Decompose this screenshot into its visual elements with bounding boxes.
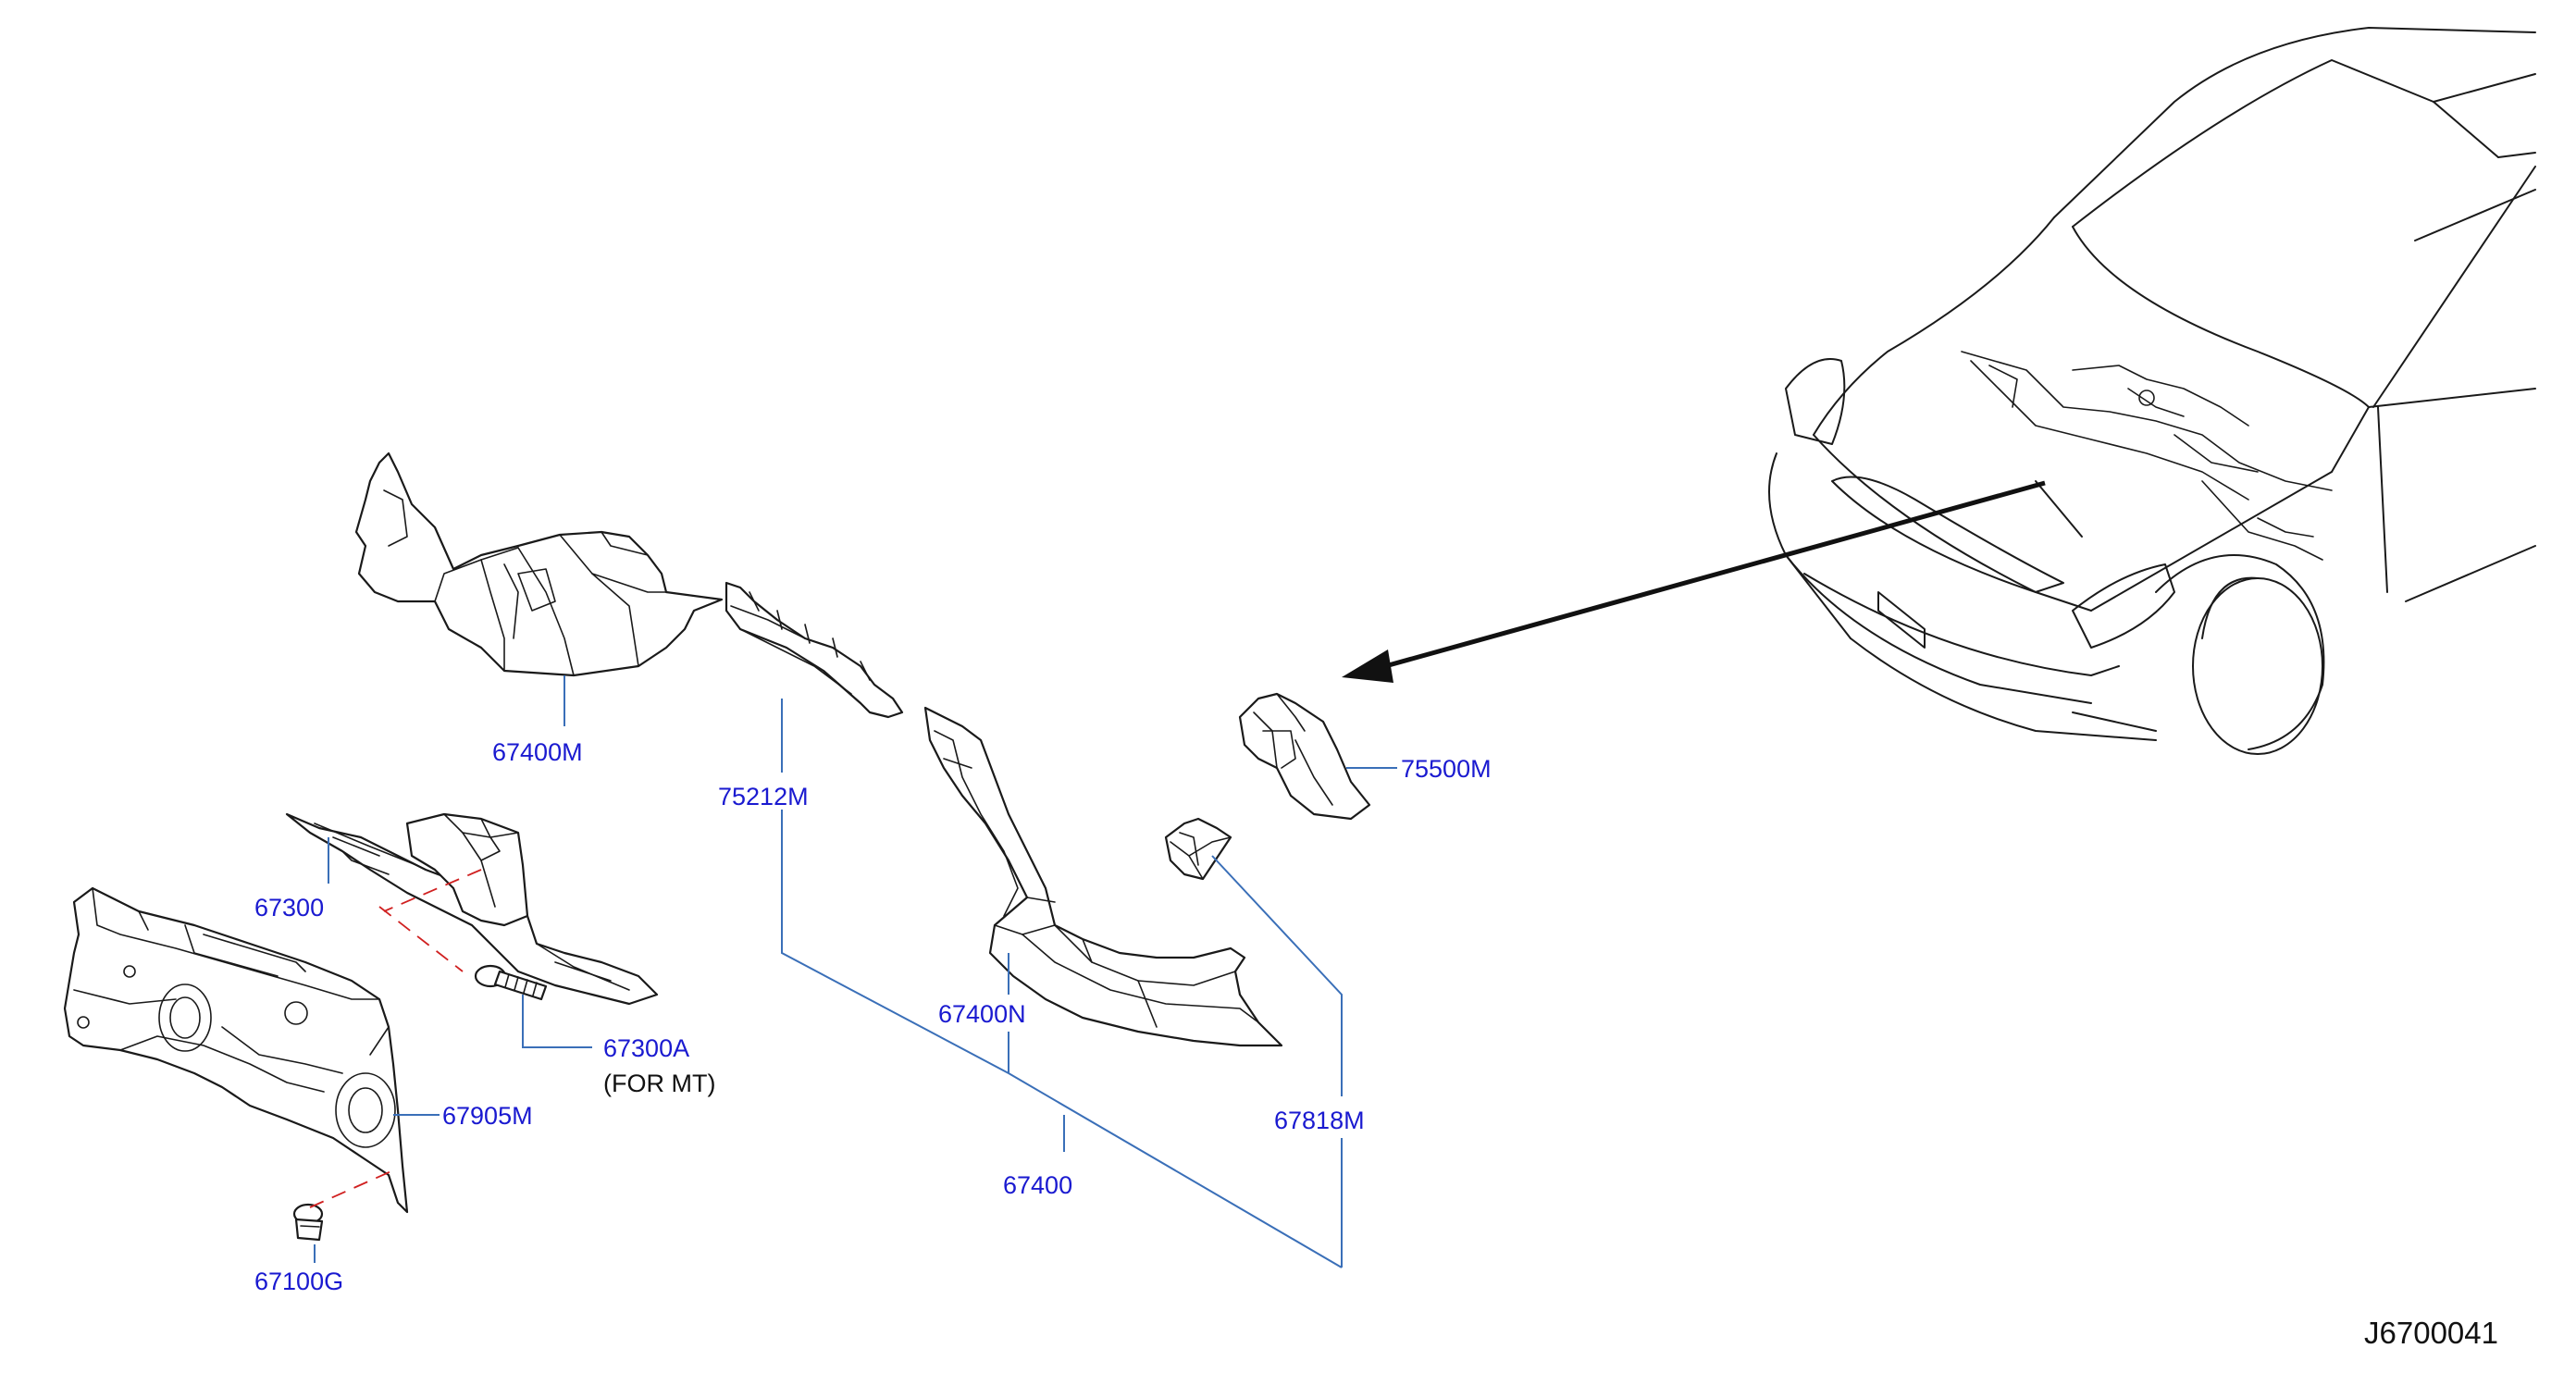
label-75500M: 75500M (1401, 755, 1492, 783)
part-67818M-drawing (1164, 817, 1232, 881)
label-67100G: 67100G (254, 1268, 343, 1295)
label-67400M: 67400M (492, 738, 583, 766)
part-75212M-drawing (724, 581, 904, 719)
part-labels: 67400M 75212M 75500M 67300 67300A (FOR M… (254, 738, 1492, 1295)
label-75212M: 75212M (718, 783, 809, 810)
label-67300: 67300 (254, 894, 324, 922)
part-75500M-drawing (1238, 692, 1371, 821)
pointer-arrow (1342, 480, 2046, 683)
label-67300A-note: (FOR MT) (603, 1070, 715, 1097)
bolt-67300A-drawing (474, 964, 548, 1001)
label-67400N: 67400N (938, 1000, 1026, 1028)
part-67400M-drawing (354, 451, 724, 677)
label-67400: 67400 (1003, 1171, 1072, 1199)
part-67300-drawing (285, 812, 659, 1006)
leader-lines (314, 675, 1397, 1268)
vehicle-outline (1768, 27, 2536, 755)
dashed-guides (309, 869, 482, 1208)
clip-67100G-drawing (292, 1203, 324, 1242)
label-67818M: 67818M (1274, 1107, 1365, 1134)
part-67400N-drawing (923, 706, 1283, 1047)
label-67905M: 67905M (442, 1102, 533, 1130)
label-67300A: 67300A (603, 1034, 689, 1062)
diagram-code: J6700041 (2364, 1316, 2498, 1350)
part-67905M-drawing (63, 886, 409, 1214)
